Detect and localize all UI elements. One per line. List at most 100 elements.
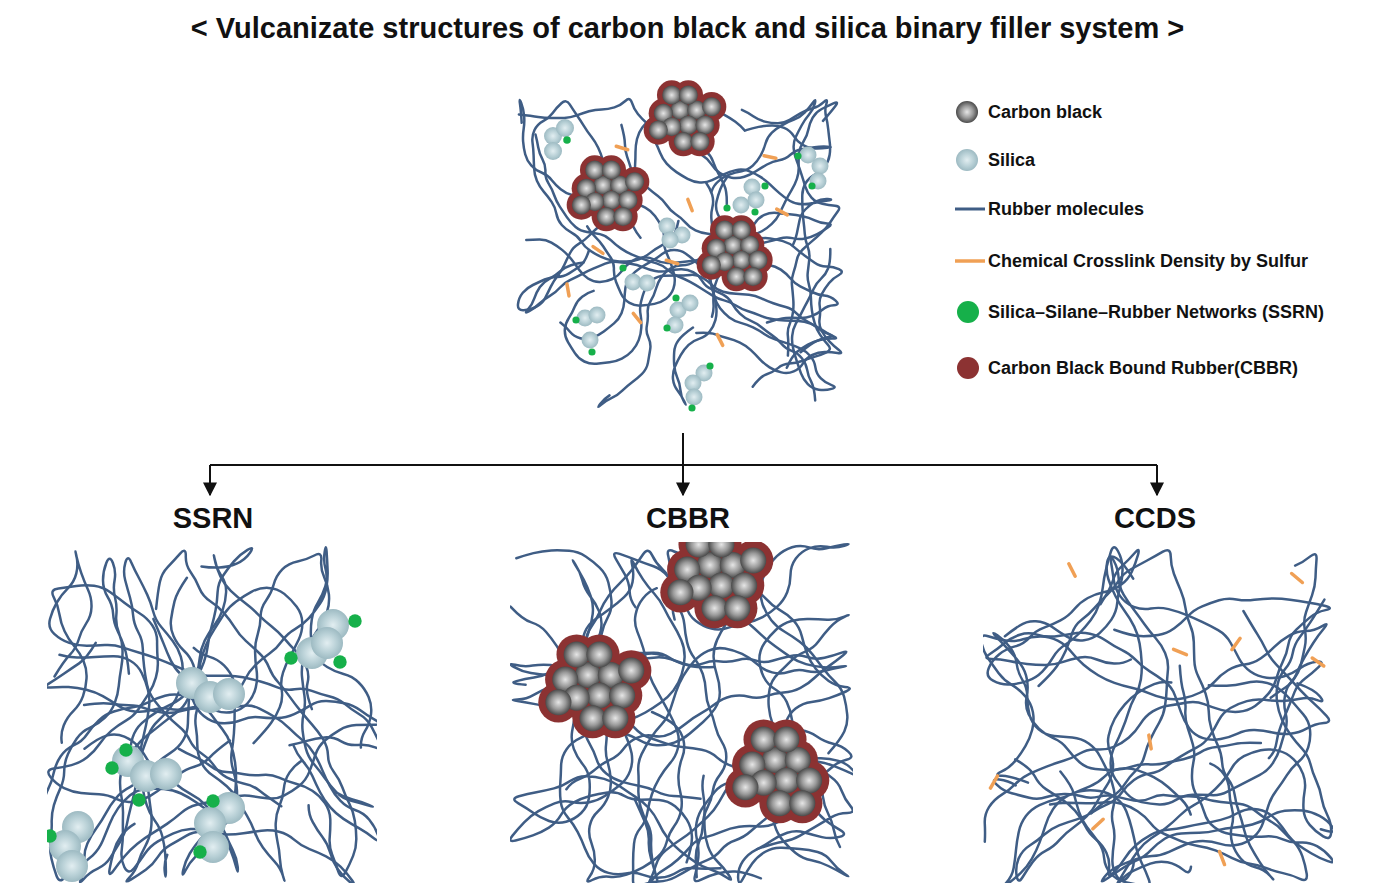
carbon-black-particle <box>545 689 571 715</box>
silica-particle <box>733 197 750 214</box>
ssrn-link <box>105 761 118 774</box>
carbon-black-particle <box>751 727 777 753</box>
sulfur-crosslink <box>1219 851 1224 864</box>
silica-particle <box>589 307 606 324</box>
silica-particle <box>311 627 343 659</box>
silica-particle <box>748 192 765 209</box>
ssrn-link <box>588 348 595 355</box>
carbon-black-particle <box>743 267 762 286</box>
carbon-black-particle <box>748 250 767 269</box>
sulfur-crosslink <box>990 776 997 788</box>
rubber-molecule <box>514 652 847 790</box>
carbon-black-particle <box>727 267 746 286</box>
carbon-black-particle <box>580 705 606 731</box>
legend-text: Chemical Crosslink Density by Sulfur <box>988 251 1308 272</box>
sulfur-crosslink <box>633 313 640 322</box>
panel-heading: CBBR <box>646 502 730 535</box>
rubber-molecule <box>200 588 377 840</box>
rubber-molecule <box>532 101 678 261</box>
rubber-molecule <box>565 275 832 364</box>
legend-sample <box>956 101 978 123</box>
carbon-black-particle <box>686 542 712 558</box>
sulfur-crosslink <box>764 156 776 158</box>
rubber-molecule <box>47 648 237 875</box>
legend-text: Rubber molecules <box>988 199 1144 220</box>
rubber-molecule <box>695 782 849 883</box>
sulfur-crosslink <box>717 335 722 346</box>
ssrn-link <box>663 324 670 331</box>
carbon-black-particle <box>740 547 766 573</box>
cbbr-panel <box>510 542 853 883</box>
ssrn-link <box>119 743 132 756</box>
carbon-black-particle <box>702 255 721 274</box>
carbon-black-particle <box>732 221 751 240</box>
sulfur-crosslink <box>688 199 692 210</box>
ssrn-link <box>284 651 297 664</box>
rubber-molecule <box>518 105 745 310</box>
carbon-black-particle <box>732 774 758 800</box>
carbon-black-particle <box>679 115 698 134</box>
legend-sample <box>955 259 985 263</box>
ssrn-link <box>808 182 815 189</box>
carbon-black-particle <box>796 767 822 793</box>
silica-particle <box>150 758 182 790</box>
sulfur-crosslink <box>777 209 788 215</box>
sulfur-crosslink <box>1093 819 1103 828</box>
ssrn-link <box>47 829 57 842</box>
panel-heading: CCDS <box>1114 502 1196 535</box>
sulfur-crosslink <box>1149 735 1151 749</box>
carbon-black-particle <box>731 572 757 598</box>
sulfur-crosslink <box>567 284 569 296</box>
carbon-black-particle <box>690 132 709 151</box>
ssrn-link <box>348 614 361 627</box>
carbon-black-particle <box>724 595 750 621</box>
ssrn-link <box>794 152 801 159</box>
silica-particle <box>56 850 88 882</box>
legend-text: Silica <box>988 150 1035 171</box>
ssrn-link <box>751 208 758 215</box>
sulfur-crosslink <box>666 260 677 264</box>
carbon-black-particle <box>773 767 799 793</box>
panel-heading: SSRN <box>173 502 254 535</box>
carbon-black-particle <box>702 595 728 621</box>
carbon-black-particle <box>695 115 714 134</box>
silica-particle <box>662 232 679 249</box>
carbon-black-particle <box>667 579 693 605</box>
silica-particle <box>544 142 562 160</box>
silica-particle <box>686 389 703 406</box>
sulfur-crosslink <box>1174 649 1187 654</box>
sulfur-crosslink <box>1312 658 1324 666</box>
rubber-molecule <box>519 99 831 178</box>
sulfur-crosslink <box>593 247 603 254</box>
carbon-black-particle <box>767 790 793 816</box>
carbon-black-particle <box>613 207 632 226</box>
ssrn-link <box>132 793 145 806</box>
carbon-black-particle <box>708 572 734 598</box>
carbon-black-particle <box>679 86 698 105</box>
rubber-molecule <box>1003 768 1191 883</box>
rubber-molecule <box>651 101 831 246</box>
carbon-black-particle <box>585 161 604 180</box>
carbon-black-particle <box>609 682 635 708</box>
carbon-black-particle <box>662 86 681 105</box>
silica-particle <box>812 158 829 175</box>
carbon-black-particle <box>789 790 815 816</box>
ssrn-link <box>572 316 579 323</box>
carbon-black-particle <box>586 642 612 668</box>
carbon-black-particle <box>586 682 612 708</box>
ssrn-link <box>672 294 679 301</box>
carbon-black-particle <box>732 250 751 269</box>
rubber-molecule <box>582 550 731 877</box>
sulfur-crosslink <box>616 146 627 150</box>
sulfur-crosslink <box>1292 573 1303 582</box>
overview <box>518 80 842 411</box>
rubber-molecule <box>614 544 848 753</box>
carbon-black-particle <box>602 161 621 180</box>
rubber-molecule <box>50 559 227 880</box>
rubber-molecule <box>560 250 716 405</box>
carbon-black-particle <box>649 120 668 139</box>
carbon-black-particle <box>618 190 637 209</box>
rubber-molecule <box>1117 600 1331 883</box>
carbon-black-particle <box>572 195 591 214</box>
rubber-molecule <box>633 588 851 883</box>
